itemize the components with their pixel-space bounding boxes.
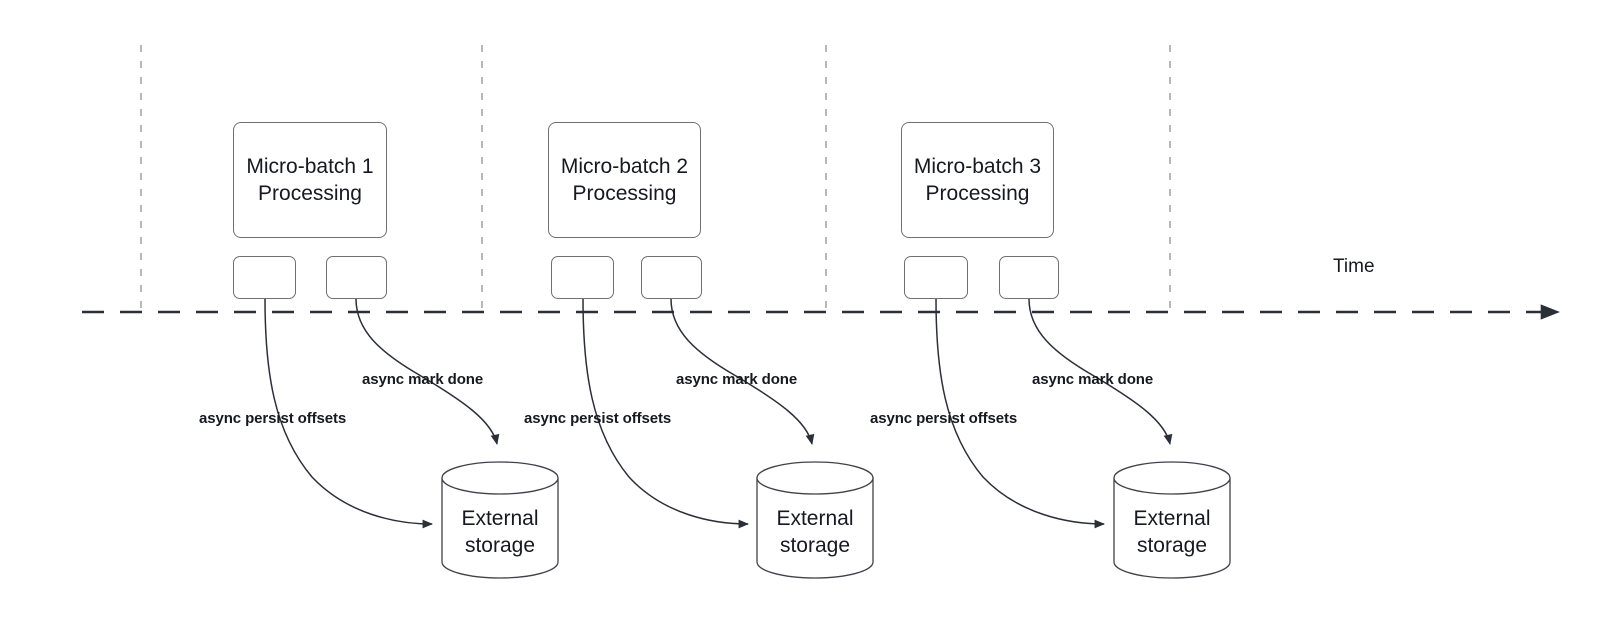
mark-done-curve-3 <box>1028 298 1173 446</box>
micro-batch-3-persist-offsets-label: async persist offsets <box>870 410 1018 427</box>
micro-batch-1-mark-done-label: async mark done <box>362 371 484 388</box>
micro-batch-2-title-line1: Micro-batch 2 <box>560 155 689 178</box>
micro-batch-1-tick-right[interactable] <box>326 256 387 299</box>
storage-cylinders <box>441 461 1231 579</box>
micro-batch-1-title-line2: Processing <box>258 182 362 205</box>
micro-batch-3-title-line2: Processing <box>925 182 1030 205</box>
micro-batch-2-tick-right[interactable] <box>641 256 702 299</box>
connector-curves <box>264 298 1173 529</box>
micro-batch-2-mark-done-label: async mark done <box>676 371 798 388</box>
micro-batch-2-tick-left[interactable] <box>551 256 614 299</box>
time-axis-label: Time <box>1333 256 1375 277</box>
timeline-guides <box>140 45 1171 312</box>
persist-offsets-curve-1 <box>264 298 434 529</box>
mark-done-curve-1 <box>355 298 500 446</box>
micro-batch-1-persist-offsets-label: async persist offsets <box>199 410 347 427</box>
micro-batch-3-tick-left[interactable] <box>904 256 968 299</box>
external-storage-cylinder-3 <box>1113 461 1231 579</box>
micro-batch-2-box[interactable]: Micro-batch 2 Processing <box>548 122 701 238</box>
micro-batch-2-title-line2: Processing <box>572 182 677 205</box>
micro-batch-3-box[interactable]: Micro-batch 3 Processing <box>901 122 1054 238</box>
micro-batch-1-title-line1: Micro-batch 1 <box>246 155 374 178</box>
micro-batch-1-box[interactable]: Micro-batch 1 Processing <box>233 122 387 238</box>
micro-batch-2-persist-offsets-label: async persist offsets <box>524 410 672 427</box>
persist-offsets-curve-3 <box>935 298 1106 529</box>
persist-offsets-curve-2 <box>582 298 750 529</box>
micro-batch-3-tick-right[interactable] <box>999 256 1059 299</box>
micro-batch-1-tick-left[interactable] <box>233 256 296 299</box>
mark-done-curve-2 <box>670 298 815 446</box>
micro-batch-3-mark-done-label: async mark done <box>1032 371 1154 388</box>
external-storage-cylinder-2 <box>756 461 874 579</box>
external-storage-cylinder-1 <box>441 461 559 579</box>
micro-batch-3-title-line1: Micro-batch 3 <box>913 155 1042 178</box>
